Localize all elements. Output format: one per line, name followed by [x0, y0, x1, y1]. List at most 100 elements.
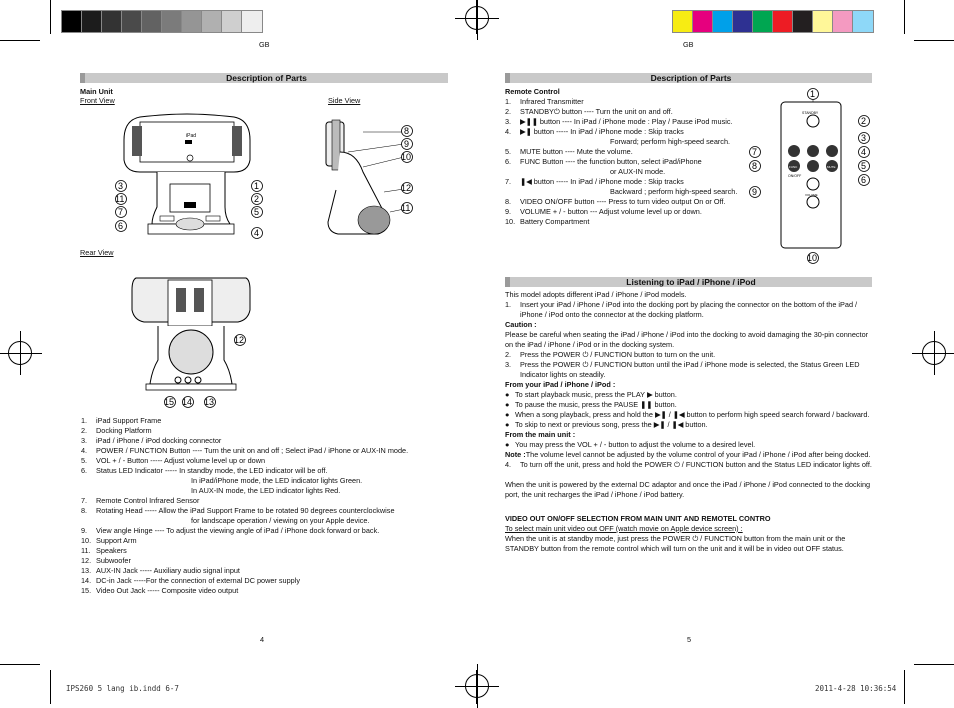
crop-mark: [50, 670, 51, 704]
crop-mark: [0, 40, 40, 41]
color-swatch: [692, 10, 714, 33]
ipad-logo-text: iPad: [186, 133, 196, 139]
color-swatch: [672, 10, 694, 33]
from-ipod-list: ●To start playback music, press the PLAY…: [505, 390, 872, 430]
color-swatch: [181, 10, 203, 33]
remote-callout-7: 7: [749, 146, 761, 158]
color-swatch: [161, 10, 183, 33]
remote-list-item: 4.▶❚ button ----- In iPad / iPhone mode …: [505, 127, 684, 136]
listening-step-2: 2.Press the POWER ⏻ / FUNCTION button to…: [505, 350, 716, 359]
svg-text:12: 12: [234, 335, 244, 345]
registration-mark-top: [455, 0, 499, 40]
callout-3: 3: [115, 180, 127, 192]
callout-9: 9: [401, 138, 413, 150]
remote-list-item: 8.VIDEO ON/OFF button ---- Press to turn…: [505, 197, 726, 206]
bullet-item: ●To start playback music, press the PLAY…: [505, 390, 677, 399]
remote-callout-3: 3: [858, 132, 870, 144]
registration-mark-bottom: [455, 664, 499, 708]
svg-text:1: 1: [810, 89, 815, 99]
remote-callout-6: 6: [858, 174, 870, 186]
video-heading: VIDEO OUT ON/OFF SELECTION FROM MAIN UNI…: [505, 514, 771, 523]
svg-text:13: 13: [204, 397, 214, 407]
color-swatch: [752, 10, 774, 33]
page-tag-right: GB: [683, 40, 694, 49]
svg-text:1: 1: [254, 181, 259, 191]
remote-control-heading: Remote Control: [505, 87, 560, 96]
remote-control-drawing: STANDBY FUNC MUTE ON/OFF VOLUME 1 2 3 4 …: [749, 88, 870, 264]
svg-text:8: 8: [404, 126, 409, 136]
standby-label: STANDBY: [802, 111, 819, 115]
crop-mark: [50, 0, 51, 34]
part-list-item: 3.iPad / iPhone / iPod docking connector: [81, 436, 222, 445]
remote-callout-2: 2: [858, 115, 870, 127]
part-list-item: 5.VOL + / - Button ----- Adjust volume l…: [81, 456, 266, 465]
remote-list-item: 6.FUNC Button ---- the function button, …: [505, 157, 702, 166]
svg-text:5: 5: [861, 161, 866, 171]
color-swatch: [732, 10, 754, 33]
color-swatch: [81, 10, 103, 33]
svg-text:7: 7: [752, 147, 757, 157]
part-list-item: 10.Support Arm: [81, 536, 137, 545]
callout-15: 15: [164, 396, 176, 408]
svg-text:10: 10: [401, 152, 411, 162]
svg-text:9: 9: [404, 139, 409, 149]
remote-list-item: Forward; perform high-speed search.: [610, 137, 731, 146]
rear-view-drawing: [131, 277, 251, 391]
remote-list-item: or AUX-IN mode.: [610, 167, 666, 176]
svg-text:12: 12: [401, 183, 411, 193]
side-view-label: Side View: [328, 96, 361, 105]
caution-label: Caution :: [505, 320, 537, 329]
figure-callouts-rear: 12 15 14 13: [164, 334, 246, 408]
remote-list-item: 3.▶❚❚ button ---- In iPad / iPhone mode …: [505, 117, 733, 126]
remote-list-item: 1.Infrared Transmitter: [505, 97, 584, 106]
remote-callout-10: 10: [807, 252, 819, 264]
figure-callouts-front: 3 11 7 6 1 2 5 4 8 9 10 12 11: [115, 125, 413, 239]
listening-section: This model adopts different iPad / iPhon…: [505, 290, 872, 554]
side-view-drawing: [325, 119, 405, 235]
svg-text:7: 7: [118, 207, 123, 217]
svg-text:3: 3: [118, 181, 123, 191]
callout-1: 1: [251, 180, 263, 192]
bullet-item: ●You may press the VOL + / - button to a…: [505, 440, 756, 449]
bullet-item: ●To pause the music, press the PAUSE ❚❚ …: [505, 400, 677, 409]
callout-6: 6: [115, 220, 127, 232]
callout-8: 8: [401, 125, 413, 137]
color-swatch: [712, 10, 734, 33]
remote-callout-4: 4: [858, 146, 870, 158]
caution-text: Please be careful when seating the iPad …: [505, 330, 869, 349]
svg-text:14: 14: [182, 397, 192, 407]
remote-list-item: Backward ; perform high-speed search.: [610, 187, 738, 196]
color-swatch: [121, 10, 143, 33]
remote-list-item: 9.VOLUME + / - button --- Adjust volume …: [505, 207, 702, 216]
svg-text:11: 11: [401, 203, 410, 213]
svg-text:11: 11: [115, 194, 124, 204]
svg-text:10: 10: [807, 253, 817, 263]
svg-text:3: 3: [861, 133, 866, 143]
svg-text:9: 9: [752, 187, 757, 197]
color-swatch: [141, 10, 163, 33]
callout-11: 11: [115, 193, 127, 205]
page-number-left: 4: [260, 635, 265, 644]
callout-10: 10: [401, 151, 413, 163]
remote-list-item: 2.STANDBY⏻ button ---- Turn the unit on …: [505, 107, 673, 116]
color-swatch: [101, 10, 123, 33]
color-swatch: [221, 10, 243, 33]
remote-list-item: 10.Battery Compartment: [505, 217, 590, 226]
crop-mark: [914, 40, 954, 41]
crop-mark: [904, 670, 905, 704]
part-list-item: 1.iPad Support Frame: [81, 416, 162, 425]
video-subheading: To select main unit video out OFF (watch…: [505, 524, 743, 533]
footer-file-name: IPS260 5 lang ib.indd 6-7: [66, 684, 179, 693]
video-text: When the unit is at standby mode, just p…: [505, 534, 846, 553]
volume-label: VOLUME: [805, 193, 818, 197]
svg-text:5: 5: [254, 207, 259, 217]
part-list-item: 9.View angle Hinge ---- To adjust the vi…: [81, 526, 380, 535]
bullet-item: ●When a song playback, press and hold th…: [505, 410, 870, 419]
from-main-label: From the main unit :: [505, 430, 576, 439]
section-title-right: Description of Parts: [505, 73, 872, 83]
listening-title: Listening to iPad / iPhone / iPod: [505, 277, 872, 287]
part-list-item: for landscape operation / viewing on you…: [191, 516, 370, 525]
svg-text:6: 6: [118, 221, 123, 231]
registration-mark-right: [912, 331, 954, 375]
